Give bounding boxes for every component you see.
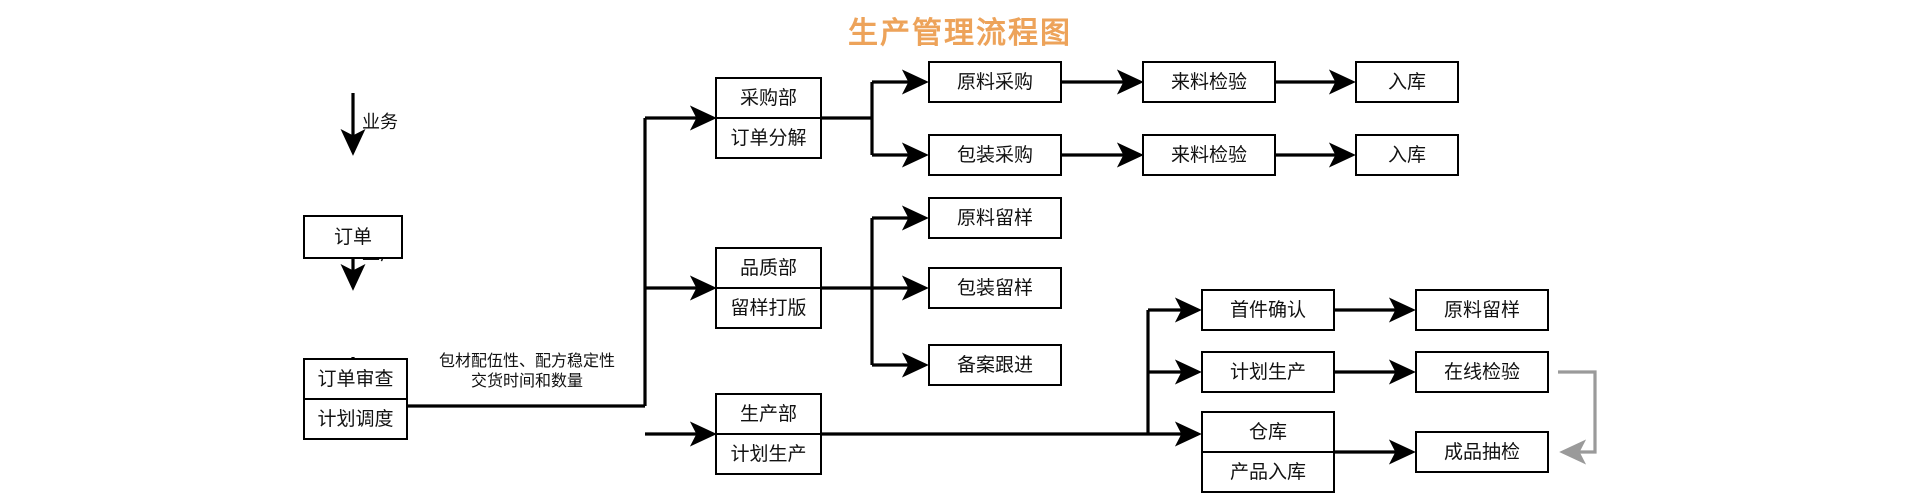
node-package-purchase-label: 包装采购 bbox=[956, 144, 1033, 166]
node-incoming-inspection-2-label: 来料检验 bbox=[1170, 144, 1247, 166]
annotation-text: 包材配伍性、配方稳定性 交货时间和数量 bbox=[418, 352, 636, 392]
node-filing-followup-label: 备案跟进 bbox=[956, 354, 1033, 376]
node-finished-sampling-label: 成品抽检 bbox=[1443, 441, 1520, 463]
node-material-purchase-label: 原料采购 bbox=[956, 71, 1033, 93]
node-warehouse[interactable]: 仓库 产品入库 bbox=[1201, 411, 1335, 493]
node-warehouse-in-1-label: 入库 bbox=[1387, 71, 1426, 93]
node-production-dept-top: 生产部 bbox=[717, 395, 820, 435]
node-order-label: 订单 bbox=[333, 226, 372, 248]
node-planned-production-label: 计划生产 bbox=[1229, 361, 1306, 383]
node-first-article[interactable]: 首件确认 bbox=[1201, 289, 1335, 331]
node-order-review-bottom: 计划调度 bbox=[317, 408, 394, 430]
node-online-inspection[interactable]: 在线检验 bbox=[1415, 351, 1549, 393]
node-package-retain[interactable]: 包装留样 bbox=[928, 267, 1062, 309]
annotation-line-1: 包材配伍性、配方稳定性 bbox=[438, 353, 615, 370]
node-order[interactable]: 订单 bbox=[303, 215, 403, 259]
node-production-dept[interactable]: 生产部 计划生产 bbox=[715, 393, 822, 475]
node-package-purchase[interactable]: 包装采购 bbox=[928, 134, 1062, 176]
node-warehouse-bottom: 产品入库 bbox=[1229, 461, 1306, 483]
node-warehouse-in-2-label: 入库 bbox=[1387, 144, 1426, 166]
node-production-dept-bottom: 计划生产 bbox=[730, 443, 807, 465]
node-material-retain-label: 原料留样 bbox=[956, 207, 1033, 229]
node-first-article-label: 首件确认 bbox=[1229, 299, 1306, 321]
node-quality-dept-bottom: 留样打版 bbox=[730, 297, 807, 319]
node-incoming-inspection-1-label: 来料检验 bbox=[1170, 71, 1247, 93]
node-order-review[interactable]: 订单审查 计划调度 bbox=[303, 358, 408, 440]
node-purchasing-dept[interactable]: 采购部 订单分解 bbox=[715, 77, 822, 159]
page-title: 生产管理流程图 bbox=[848, 17, 1072, 50]
node-quality-dept-top: 品质部 bbox=[717, 249, 820, 289]
node-warehouse-top: 仓库 bbox=[1203, 413, 1333, 453]
node-warehouse-in-1[interactable]: 入库 bbox=[1355, 61, 1459, 103]
node-finished-sampling[interactable]: 成品抽检 bbox=[1415, 431, 1549, 473]
node-quality-dept[interactable]: 品质部 留样打版 bbox=[715, 247, 822, 329]
node-material-retain-2[interactable]: 原料留样 bbox=[1415, 289, 1549, 331]
node-material-purchase[interactable]: 原料采购 bbox=[928, 61, 1062, 103]
node-material-retain[interactable]: 原料留样 bbox=[928, 197, 1062, 239]
edge-label-business: 业务 bbox=[362, 112, 398, 132]
node-purchasing-dept-bottom: 订单分解 bbox=[730, 127, 807, 149]
node-order-review-top: 订单审查 bbox=[305, 360, 406, 400]
node-planned-production[interactable]: 计划生产 bbox=[1201, 351, 1335, 393]
node-incoming-inspection-1[interactable]: 来料检验 bbox=[1142, 61, 1276, 103]
node-purchasing-dept-top: 采购部 bbox=[717, 79, 820, 119]
node-online-inspection-label: 在线检验 bbox=[1443, 361, 1520, 383]
node-incoming-inspection-2[interactable]: 来料检验 bbox=[1142, 134, 1276, 176]
annotation-line-2: 交货时间和数量 bbox=[470, 373, 583, 390]
node-filing-followup[interactable]: 备案跟进 bbox=[928, 344, 1062, 386]
node-warehouse-in-2[interactable]: 入库 bbox=[1355, 134, 1459, 176]
node-package-retain-label: 包装留样 bbox=[956, 277, 1033, 299]
node-material-retain-2-label: 原料留样 bbox=[1443, 299, 1520, 321]
